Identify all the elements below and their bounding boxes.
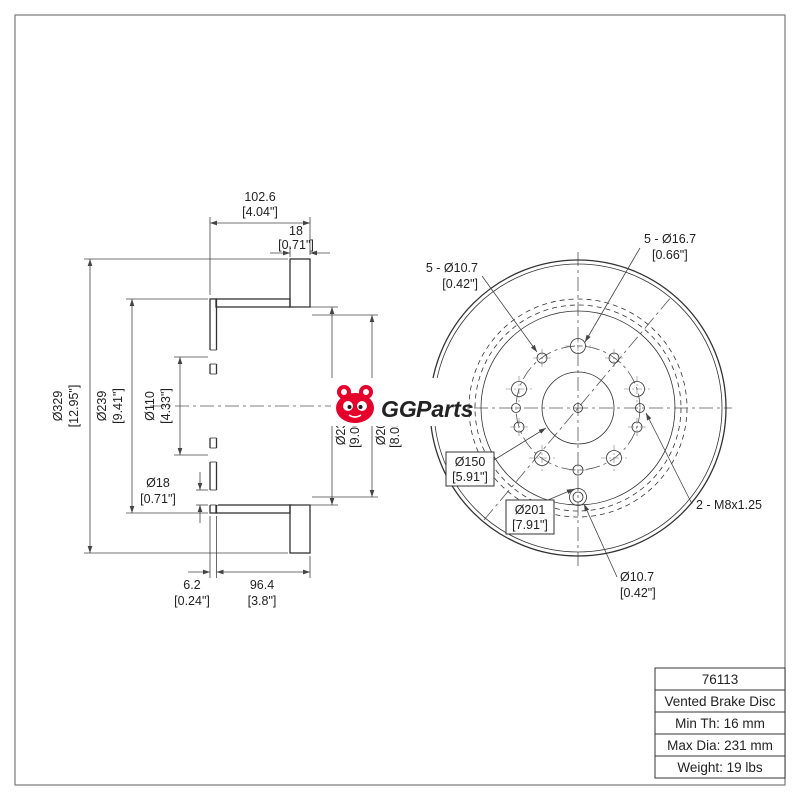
dim-outer-dia-in: [12.95"] — [67, 385, 81, 428]
dim-hat-thickness: 6.2 [0.24"] — [174, 516, 217, 608]
dia201-label-in: [7.91"] — [512, 518, 548, 532]
callout-stud-holes: 5 - Ø16.7 [0.66"] — [584, 232, 696, 343]
drum-hidden-circle-1 — [474, 304, 682, 512]
dim-overall-width: 102.6 [4.04"] — [209, 190, 311, 295]
dim-hat-th-in: [0.24"] — [174, 594, 210, 608]
min-thickness: Min Th: 16 mm — [675, 716, 765, 731]
logo-text-parts: Parts — [416, 396, 474, 422]
dim-disc-thickness: 18 [0.71"] — [270, 224, 330, 257]
dim-hole-in: [0.71"] — [140, 492, 176, 506]
sheet-border — [14, 14, 786, 786]
small-holes — [510, 349, 646, 479]
stud-holes — [506, 333, 650, 471]
dim-hat-dia-in: [9.41"] — [111, 388, 125, 424]
dim-depth-in: [3.8"] — [248, 594, 277, 608]
drum-wall-top — [215, 298, 291, 308]
access-hole — [569, 488, 587, 506]
callout-dia150: Ø150 [5.91"] — [445, 427, 547, 487]
dim-hat-th-mm: 6.2 — [183, 578, 200, 592]
center-hole — [573, 403, 583, 413]
callout-thread: 2 - M8x1.25 — [645, 412, 762, 512]
callout-access-hole: Ø10.7 [0.42"] — [583, 503, 656, 600]
dim-bolt-circle-in: [4.33"] — [159, 388, 173, 424]
dim-hat-diameter: Ø239 [9.41"] — [95, 298, 208, 514]
inner-face-circle — [480, 310, 676, 506]
max-diameter: Max Dia: 231 mm — [667, 738, 773, 753]
hub-bore-circle — [541, 371, 615, 445]
friction-ring-bottom — [289, 504, 311, 554]
dim-bolt-circle-mm: Ø110 — [143, 391, 157, 421]
dim-disc-th-mm: 18 — [289, 224, 303, 238]
friction-ring-top — [289, 258, 311, 308]
dim-hole-mm: Ø18 — [146, 476, 170, 490]
access-label-in: [0.42"] — [620, 586, 656, 600]
part-type: Vented Brake Disc — [664, 694, 775, 709]
dim-hat-dia-mm: Ø239 — [95, 391, 109, 422]
part-number: 76113 — [702, 672, 739, 687]
logo-text-gg: GG — [381, 396, 417, 422]
logo-mascot-icon — [336, 385, 374, 423]
front-view: 5 - Ø16.7 [0.66"] 5 - Ø10.7 [0.42"] Ø150… — [424, 232, 762, 600]
stud-holes-label-in: [0.66"] — [652, 248, 688, 262]
bolt-circle — [515, 345, 641, 471]
dia150-label: Ø150 — [455, 455, 486, 469]
dim-outer-diameter: Ø329 [12.95"] — [51, 258, 288, 554]
thread-label: 2 - M8x1.25 — [696, 498, 762, 512]
small-holes-label: 5 - Ø10.7 — [426, 261, 478, 275]
dim-depth: 96.4 [3.8"] — [216, 556, 311, 608]
dim-disc-th-in: [0.71"] — [278, 238, 314, 252]
dim-bolt-circle: Ø110 [4.33"] — [143, 356, 208, 456]
callout-small-holes: 5 - Ø10.7 [0.42"] — [426, 261, 538, 353]
weight: Weight: 19 lbs — [677, 760, 763, 775]
dim-overall-width-mm: 102.6 — [244, 190, 275, 204]
dia201-label: Ø201 — [515, 503, 546, 517]
diagonal-centerline — [483, 295, 673, 521]
small-holes-label-in: [0.42"] — [442, 277, 478, 291]
section-view: 102.6 [4.04"] 18 [0.71"] Ø329 [12.95"] Ø… — [51, 190, 428, 608]
thread-holes — [511, 403, 645, 413]
callout-dia201: Ø201 [7.91"] — [505, 488, 575, 535]
drum-hidden-circle-2 — [468, 298, 688, 518]
dim-overall-width-in: [4.04"] — [242, 205, 278, 219]
dim-hat-hole: Ø18 [0.71"] — [140, 472, 208, 523]
logo: GG Parts — [331, 378, 474, 426]
dim-outer-dia-mm: Ø329 — [51, 391, 65, 422]
drum-wall-bottom — [215, 504, 291, 514]
dim-depth-mm: 96.4 — [250, 578, 274, 592]
title-block: 76113 Vented Brake Disc Min Th: 16 mm Ma… — [654, 667, 786, 779]
dia150-label-in: [5.91"] — [452, 470, 488, 484]
access-label: Ø10.7 — [620, 570, 654, 584]
stud-holes-label: 5 - Ø16.7 — [644, 232, 696, 246]
